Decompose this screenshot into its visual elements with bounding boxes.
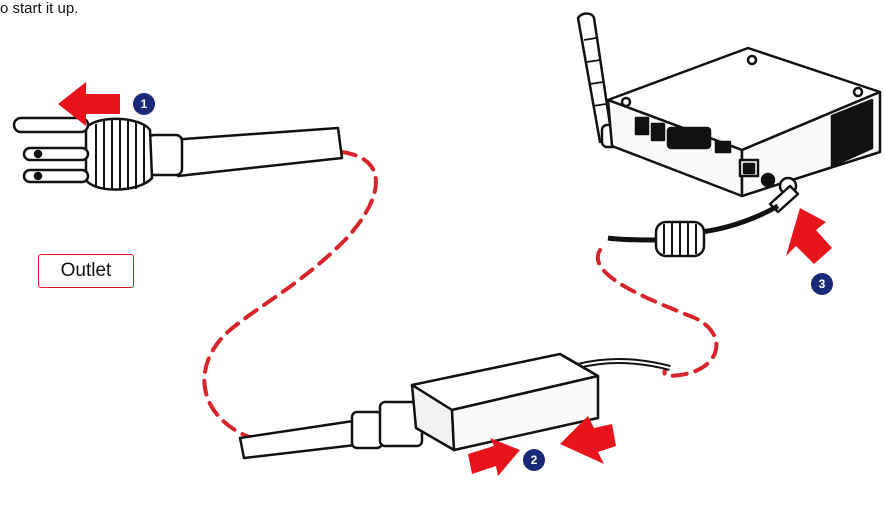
step-badge-1-number: 1: [141, 97, 148, 111]
mini-pc: [576, 12, 882, 258]
arrow-3-connect-pc: [786, 208, 832, 264]
step-badge-2-number: 2: [531, 453, 538, 467]
step-badge-3-number: 3: [819, 277, 826, 291]
step-badge-1: 1: [133, 93, 155, 115]
dashed-cable-plug-to-adapter: [202, 150, 378, 442]
arrow-1-unplug: [58, 82, 120, 126]
step-badge-2: 2: [523, 449, 545, 471]
arrow-2-right-into-adapter: [560, 416, 616, 464]
power-plug: [12, 116, 344, 191]
arrow-2-left-into-adapter: [468, 438, 520, 476]
power-adapter: [238, 352, 671, 460]
instruction-caption: o start it up.: [0, 0, 79, 17]
outlet-label: Outlet: [60, 260, 112, 281]
dashed-cable-adapter-to-pc: [595, 248, 719, 378]
outlet-label-box: Outlet: [38, 254, 134, 288]
step-badge-3: 3: [811, 273, 833, 295]
